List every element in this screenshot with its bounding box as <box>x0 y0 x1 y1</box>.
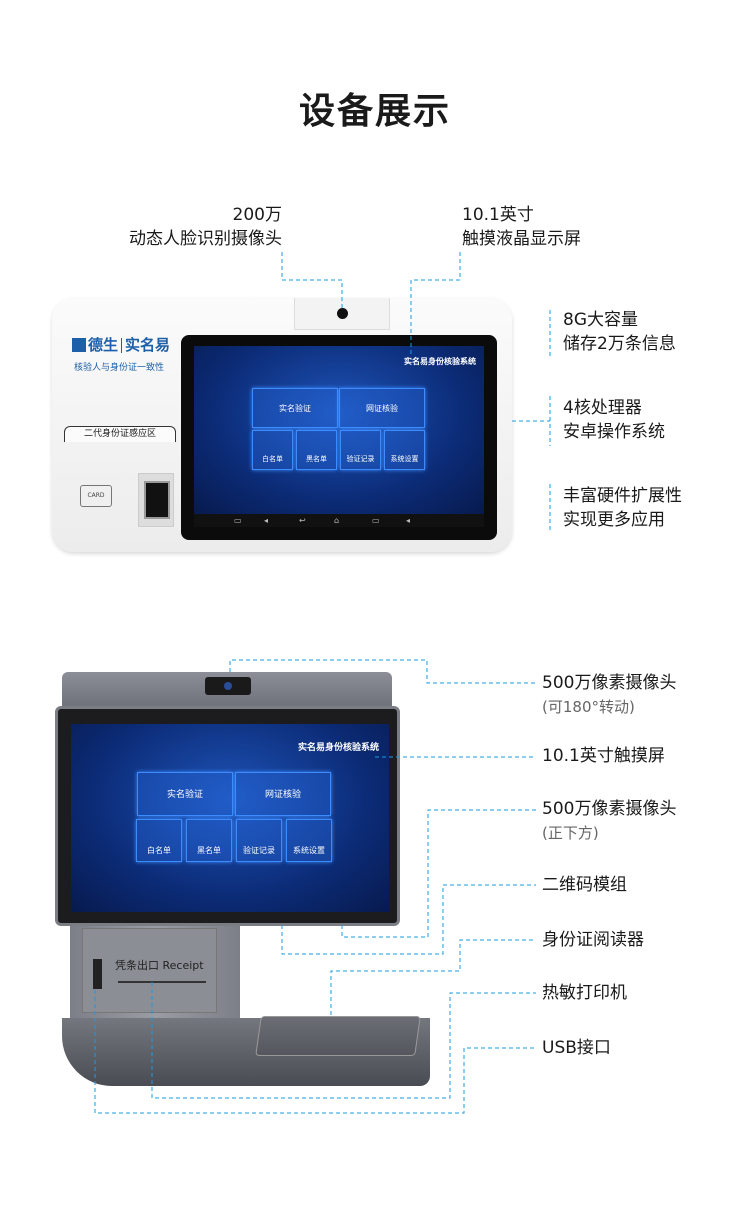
brand-logo: 德生实名易 <box>72 336 170 354</box>
screen-display: 实名易身份核验系统 实名验证 网证核验 白名单 黑名单 验证记录 系统设置 <box>194 346 484 514</box>
fingerprint-reader <box>138 473 174 527</box>
id-card-reader-pad <box>255 1016 421 1056</box>
system-title: 实名易身份核验系统 <box>297 743 379 753</box>
tile-real-name-verify[interactable]: 实名验证 <box>252 388 338 428</box>
thermal-printer: 凭条出口 Receipt <box>82 928 217 1013</box>
rotating-camera <box>205 677 251 695</box>
callout-bottom-camera: 500万像素摄像头(正下方) <box>542 799 677 842</box>
tile-blacklist[interactable]: 黑名单 <box>296 430 337 470</box>
callout-rotating-camera: 500万像素摄像头(可180°转动) <box>542 673 677 716</box>
callout-id-reader: 身份证阅读器 <box>542 930 644 950</box>
callout-expansion: 丰富硬件扩展性实现更多应用 <box>563 486 682 530</box>
callout-qr-module: 二维码模组 <box>542 875 627 895</box>
usb-port <box>93 959 102 989</box>
brand-name: 德生 <box>88 336 119 354</box>
callout-face-camera: 200万动态人脸识别摄像头 <box>129 205 282 249</box>
android-nav-bar: ▭ ◂ ↩ ⌂ ▭ ◂ <box>194 514 484 527</box>
tile-net-id-verify[interactable]: 网证核验 <box>339 388 425 428</box>
tile-net-id-verify[interactable]: 网证核验 <box>235 772 331 816</box>
recent-apps-icon[interactable]: ▭ <box>372 516 380 525</box>
device-tablet-white: 德生实名易 核验人与身份证一致性 二代身份证感应区 CARD 实名易身份核验系统… <box>52 298 512 552</box>
system-title: 实名易身份核验系统 <box>404 357 476 366</box>
tile-verify-records[interactable]: 验证记录 <box>340 430 381 470</box>
screenshot-icon[interactable]: ▭ <box>234 516 242 525</box>
id-zone-label: 二代身份证感应区 <box>64 426 176 442</box>
callout-touchscreen: 10.1英寸触摸屏 <box>542 746 665 766</box>
callout-processor: 4核处理器安卓操作系统 <box>563 398 665 442</box>
camera-lens-icon <box>224 682 232 690</box>
screen-display: 实名易身份核验系统 实名验证 网证核验 白名单 黑名单 验证记录 系统设置 <box>71 724 389 912</box>
tile-verify-records[interactable]: 验证记录 <box>236 819 282 862</box>
camera-lens-icon <box>337 308 348 319</box>
card-icon: CARD <box>80 485 112 507</box>
volume-down-icon[interactable]: ◂ <box>264 516 269 525</box>
tile-real-name-verify[interactable]: 实名验证 <box>137 772 233 816</box>
callout-storage: 8G大容量储存2万条信息 <box>563 310 676 354</box>
callout-thermal-printer: 热敏打印机 <box>542 983 627 1003</box>
brand-name-2: 实名易 <box>125 336 171 354</box>
volume-up-icon[interactable]: ◂ <box>406 516 411 525</box>
tile-blacklist[interactable]: 黑名单 <box>186 819 232 862</box>
callout-usb: USB接口 <box>542 1038 611 1058</box>
brand-slogan: 核验人与身份证一致性 <box>74 363 165 373</box>
device1-screen: 实名易身份核验系统 实名验证 网证核验 白名单 黑名单 验证记录 系统设置 ▭ … <box>181 335 497 540</box>
home-icon[interactable]: ⌂ <box>334 516 340 525</box>
tile-whitelist[interactable]: 白名单 <box>136 819 182 862</box>
device2-screen: 实名易身份核验系统 实名验证 网证核验 白名单 黑名单 验证记录 系统设置 <box>55 706 400 926</box>
logo-divider <box>121 337 123 353</box>
receipt-slot <box>118 981 206 983</box>
receipt-label: 凭条出口 Receipt <box>115 959 204 972</box>
leader-line <box>330 939 536 1015</box>
tile-system-settings[interactable]: 系统设置 <box>286 819 332 862</box>
back-icon[interactable]: ↩ <box>299 516 306 525</box>
logo-square-icon <box>72 338 86 352</box>
camera-module <box>294 298 390 330</box>
tile-whitelist[interactable]: 白名单 <box>252 430 293 470</box>
page-title: 设备展示 <box>298 91 451 132</box>
tile-system-settings[interactable]: 系统设置 <box>384 430 425 470</box>
device2-top-bar <box>62 672 392 708</box>
callout-lcd: 10.1英寸触摸液晶显示屏 <box>462 205 581 249</box>
